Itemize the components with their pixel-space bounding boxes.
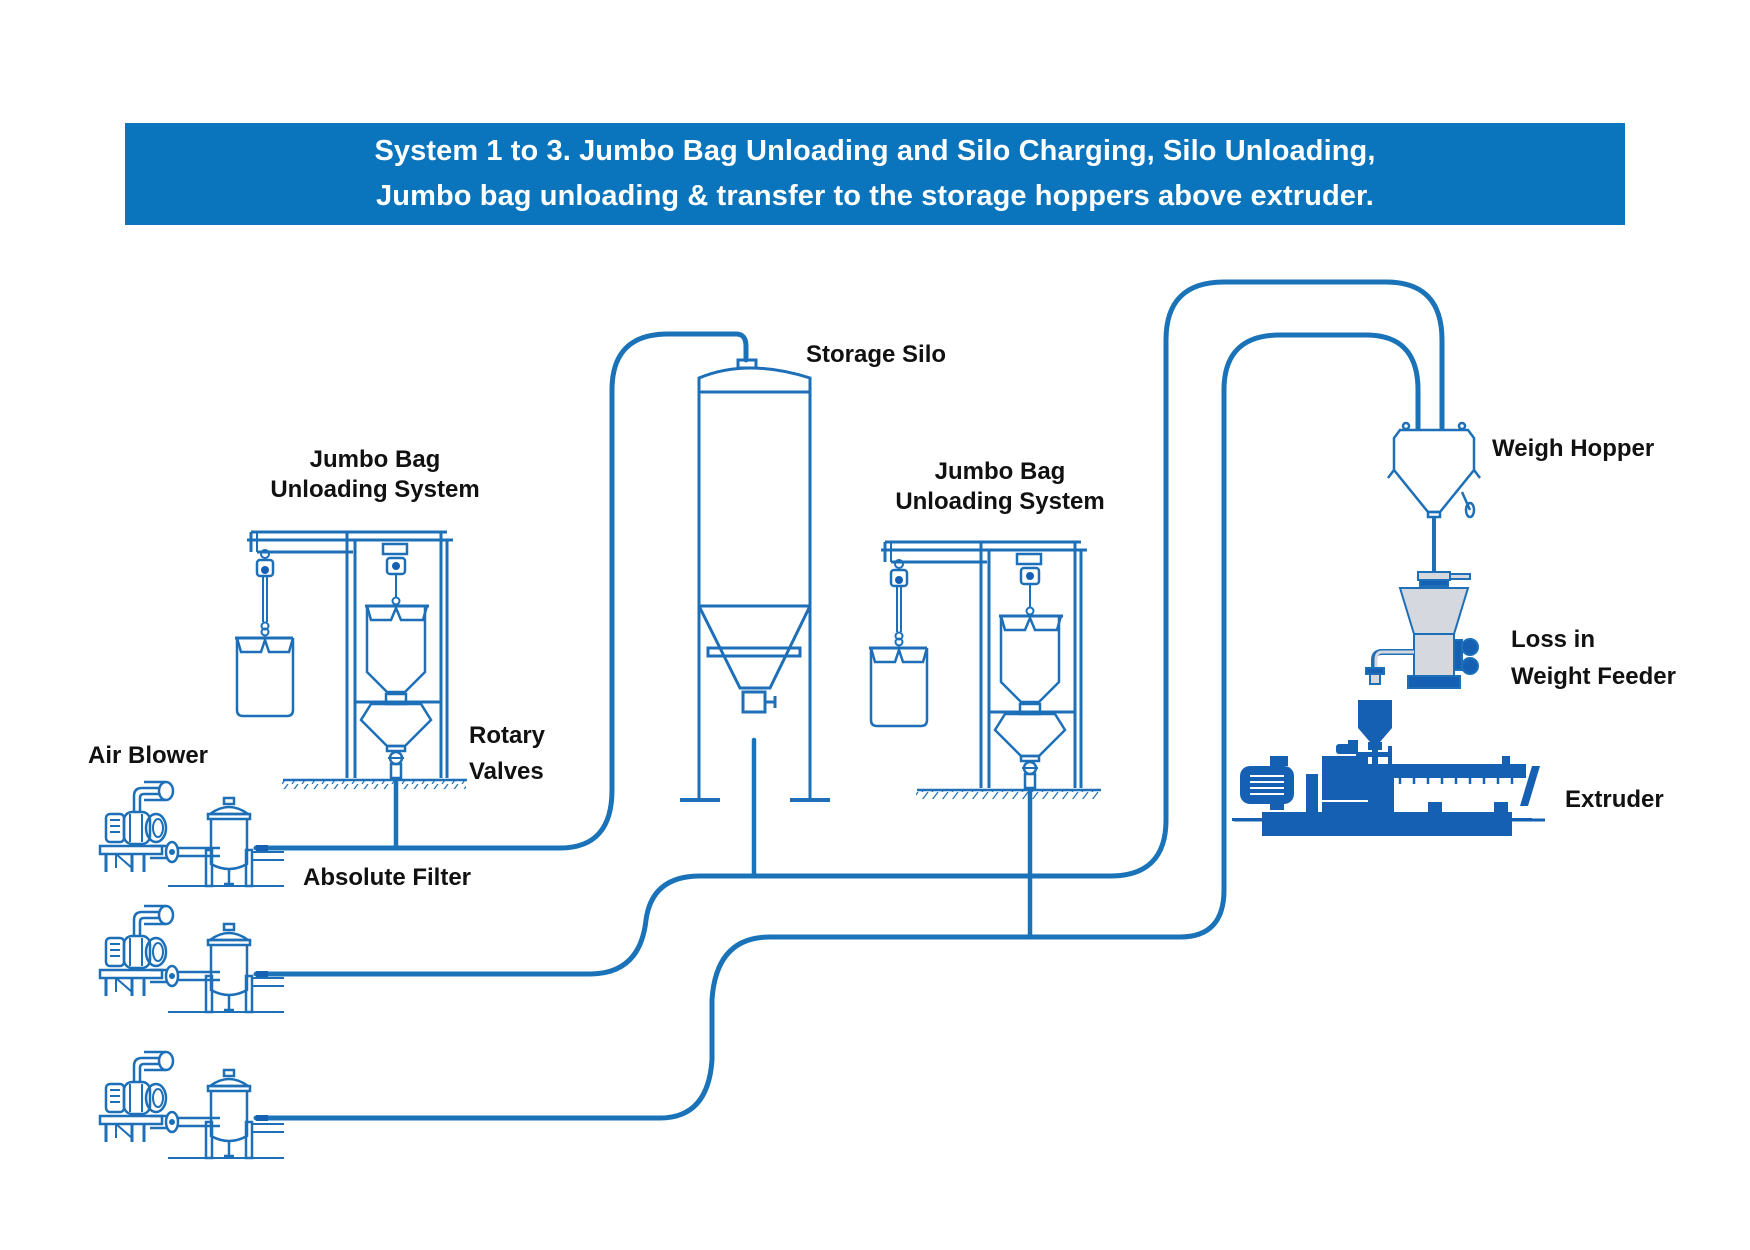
- label-rotary-valves: Rotary Valves: [469, 718, 545, 790]
- title-banner: System 1 to 3. Jumbo Bag Unloading and S…: [125, 123, 1625, 225]
- label-feeder-line-1: Loss in: [1511, 626, 1596, 653]
- jumbo-bag-station-1: [233, 530, 469, 789]
- jumbo-bag-station-2: [867, 540, 1103, 799]
- label-weigh-hopper: Weigh Hopper: [1492, 435, 1655, 462]
- pipe-system-1: [253, 331, 749, 851]
- label-jumbo-bag-2-line-2: Unloading System: [895, 488, 1105, 515]
- label-jumbo-bag-1-line-2: Unloading System: [270, 476, 480, 503]
- blower-unit-3: [98, 1050, 286, 1160]
- label-storage-silo: Storage Silo: [806, 341, 947, 368]
- pipe-system-3: [253, 332, 1421, 1121]
- label-loss-in-weight-feeder: Loss in Weight Feeder: [1511, 621, 1676, 695]
- extruder-icon: [1232, 700, 1540, 836]
- extruder-barrel-teeth: [1398, 778, 1514, 784]
- blower-unit-2: [98, 904, 286, 1014]
- label-feeder-line-2: Weight Feeder: [1511, 663, 1676, 690]
- label-rotary-valves-line-1: Rotary: [469, 722, 546, 749]
- label-jumbo-bag-2-line-1: Jumbo Bag: [934, 458, 1066, 485]
- pipe-system-2: [253, 279, 1445, 977]
- title-line-1: System 1 to 3. Jumbo Bag Unloading and S…: [374, 135, 1376, 167]
- conveying-pipes: [253, 279, 1445, 1121]
- label-rotary-valves-line-2: Valves: [469, 758, 544, 785]
- label-absolute-filter: Absolute Filter: [303, 864, 472, 891]
- title-line-2: Jumbo bag unloading & transfer to the st…: [376, 180, 1374, 212]
- extruder-motor-fins: [1250, 775, 1284, 795]
- storage-silo-icon: [680, 358, 830, 802]
- loss-in-weight-feeder-icon: [1365, 571, 1479, 689]
- blower-unit-1: [98, 780, 286, 888]
- label-air-blower: Air Blower: [88, 742, 209, 769]
- label-extruder: Extruder: [1565, 786, 1664, 813]
- label-jumbo-bag-1-line-1: Jumbo Bag: [309, 446, 441, 473]
- weigh-hopper-icon: [1387, 421, 1481, 572]
- label-jumbo-bag-2: Jumbo Bag Unloading System: [885, 457, 1115, 517]
- label-jumbo-bag-1: Jumbo Bag Unloading System: [260, 445, 490, 505]
